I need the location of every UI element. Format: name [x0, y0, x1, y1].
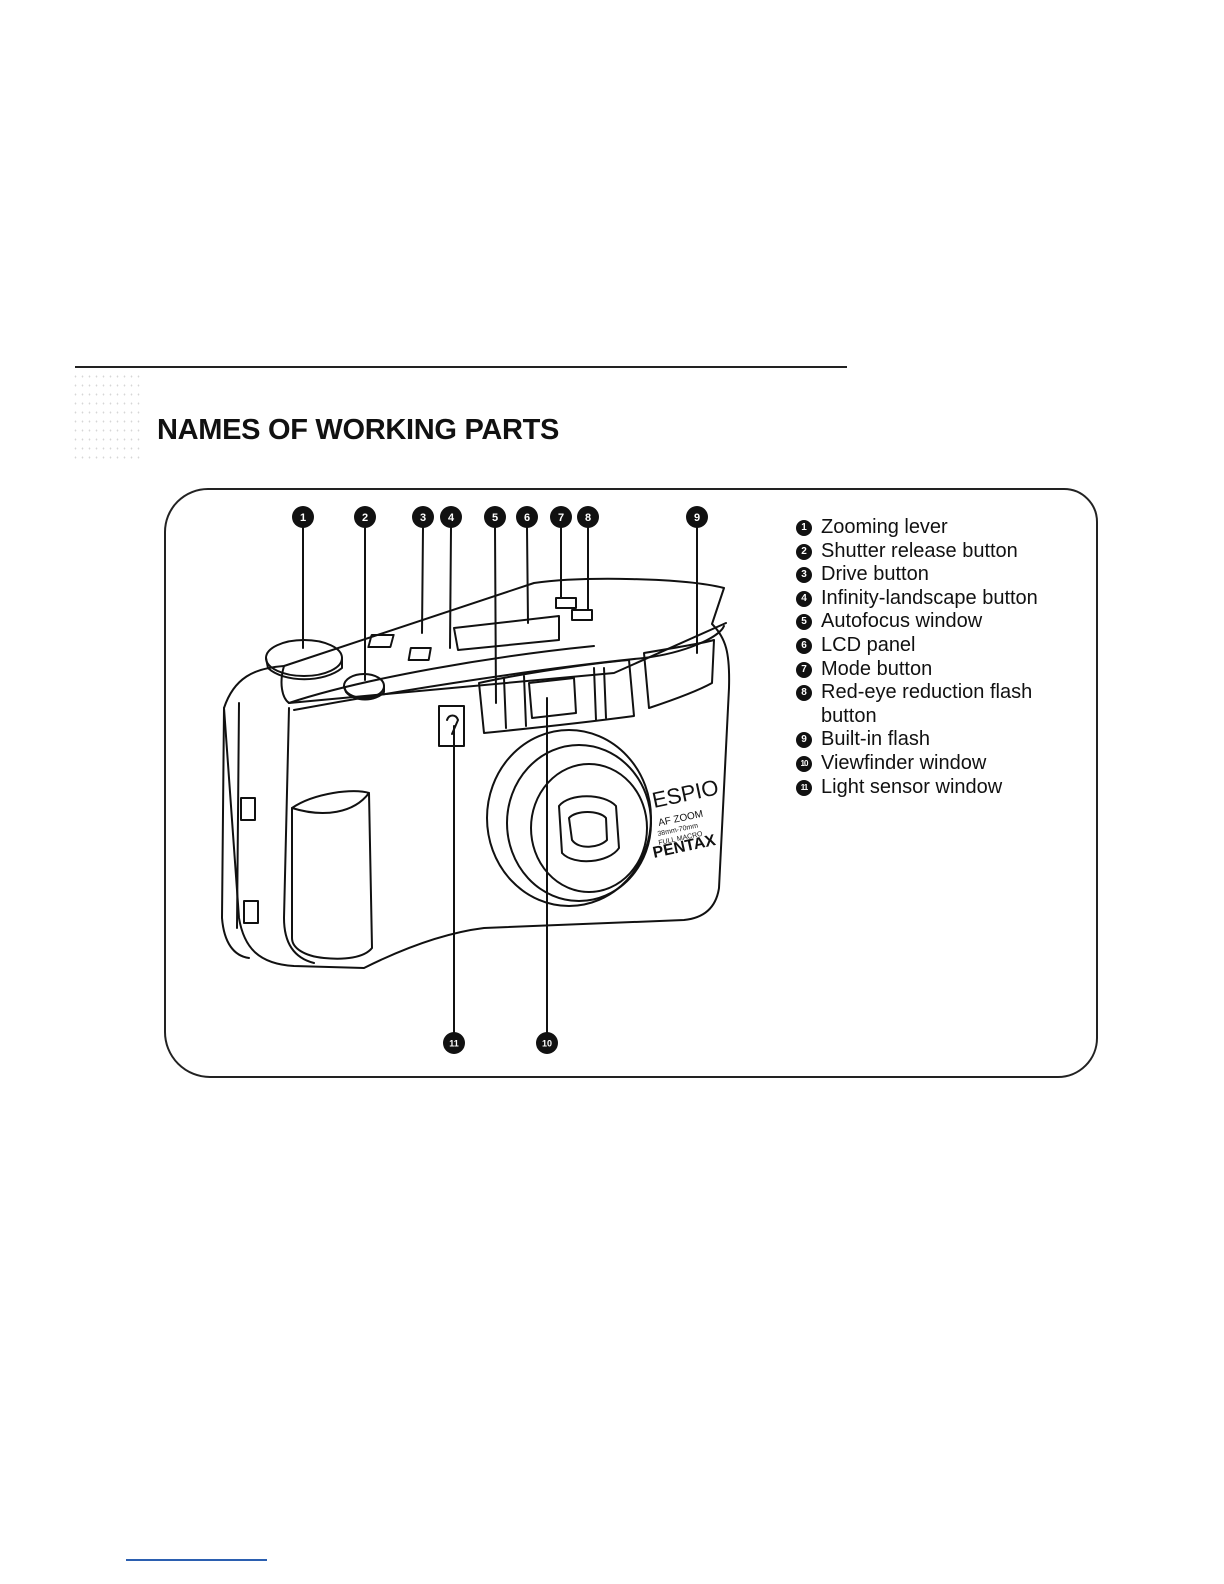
svg-text:1: 1	[300, 512, 306, 524]
legend-number: 9	[796, 732, 812, 749]
legend-item: 6 LCD panel	[796, 634, 1071, 658]
svg-text:10: 10	[542, 1039, 552, 1049]
legend-label: Autofocus window	[821, 610, 983, 633]
legend-item: 8 Red-eye reduction flash button	[796, 681, 1071, 728]
scan-speckle	[72, 372, 142, 462]
legend-item: 5 Autofocus window	[796, 610, 1071, 634]
legend-label: Drive button	[821, 563, 929, 586]
callout-3	[412, 506, 434, 528]
legend-number: 1	[796, 520, 812, 536]
callout-badges: 1 2 3 4 5 6 7 8 9 11 10	[292, 506, 708, 1054]
svg-text:8: 8	[585, 512, 591, 524]
figure-frame	[164, 488, 1098, 1078]
legend-item: 4 Infinity-landscape button	[796, 587, 1071, 611]
svg-text:6: 6	[524, 512, 530, 524]
flash-window	[643, 639, 715, 709]
legend-number: 3	[796, 567, 812, 584]
legend-number: 6	[796, 637, 812, 654]
callout-9	[686, 506, 708, 528]
legend-item: 2 Shutter release button	[796, 540, 1071, 564]
legend-label: Shutter release button	[821, 539, 1018, 562]
legend-label: Zooming lever	[821, 516, 948, 538]
legend-item: 9 Built-in flash	[796, 728, 1071, 752]
light-sensor	[438, 705, 465, 747]
legend-label: LCD panel	[821, 633, 916, 656]
legend-number: 8	[796, 685, 812, 702]
svg-text:7: 7	[558, 512, 564, 524]
svg-text:4: 4	[448, 512, 455, 524]
legend-label: Red-eye reduction flash button	[821, 681, 1033, 727]
legend-label: Built-in flash	[821, 728, 930, 751]
callout-7	[550, 506, 572, 528]
callout-2	[354, 506, 376, 528]
camera-illustration: ESPIO AF ZOOM 38mm-70mm FULL MACRO PENTA…	[221, 506, 731, 1054]
legend-number: 5	[796, 614, 812, 631]
legend-number: 7	[796, 661, 812, 678]
page-title: NAMES OF WORKING PARTS	[157, 414, 560, 446]
legend-number: 4	[796, 590, 812, 607]
svg-text:11: 11	[449, 1039, 459, 1049]
legend-item: 1 Zooming lever	[796, 516, 1071, 540]
svg-text:9: 9	[694, 512, 700, 524]
model-logo: ESPIO	[650, 774, 721, 812]
legend-label: Light sensor window	[821, 775, 1003, 798]
callout-6	[516, 506, 538, 528]
legend-label: Viewfinder window	[821, 751, 987, 774]
svg-text:3: 3	[420, 512, 426, 524]
section-rule	[75, 366, 847, 368]
camera-body	[223, 577, 731, 969]
svg-text:2: 2	[362, 512, 368, 524]
legend-item: 10 Viewfinder window	[796, 752, 1071, 776]
legend-label: Infinity-landscape button	[821, 586, 1038, 609]
legend-item: 7 Mode button	[796, 658, 1071, 682]
legend-number: 10	[796, 755, 812, 772]
callout-1	[292, 506, 314, 528]
legend-number: 2	[796, 543, 812, 560]
callout-8	[577, 506, 599, 528]
grip	[291, 790, 373, 960]
footer-rule	[126, 1559, 267, 1561]
callout-5	[484, 506, 506, 528]
parts-legend: 1 Zooming lever 2 Shutter release button 3…	[796, 516, 1071, 799]
legend-label: Mode button	[821, 657, 933, 680]
svg-text:5: 5	[492, 512, 498, 524]
legend-item: 3 Drive button	[796, 563, 1071, 587]
legend-number: 11	[796, 779, 812, 796]
callout-4	[440, 506, 462, 528]
legend-item: 11 Light sensor window	[796, 776, 1071, 800]
callout-11	[443, 1032, 465, 1054]
callout-10	[536, 1032, 558, 1054]
